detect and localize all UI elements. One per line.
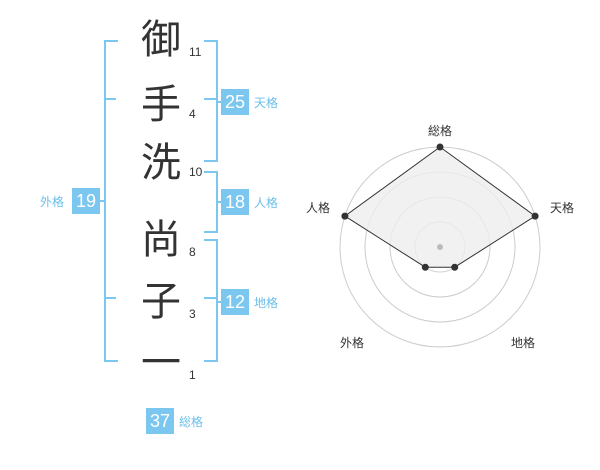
radar-polygon (344, 146, 536, 268)
stroke-count-4: 8 (189, 245, 196, 259)
radar-point-4 (421, 263, 429, 271)
soukaku-value: 37 (146, 408, 174, 434)
stroke-count-3: 10 (189, 165, 203, 179)
radar-label-chikaku: 地格 (511, 336, 536, 350)
chikaku-bracket (204, 239, 218, 362)
gaikaku-label: 外格 (40, 195, 65, 209)
radar-shape (341, 143, 539, 271)
tenkaku-label: 天格 (254, 96, 279, 110)
radar-point-2 (531, 212, 539, 220)
soukaku-label: 総格 (179, 415, 204, 429)
radar-label-gaikaku: 外格 (340, 336, 365, 350)
name-char-4: 尚 (141, 217, 181, 263)
jinkaku-connector (216, 201, 222, 203)
radar-label-jinkaku: 人格 (306, 201, 331, 215)
stroke-count-5: 3 (189, 307, 196, 321)
tenkaku-value: 25 (221, 89, 249, 115)
radar-point-5 (341, 212, 349, 220)
radar-label-soukaku: 総格 (428, 124, 453, 138)
gaikaku-bracket-tick (104, 297, 116, 299)
name-char-6: 一 (141, 340, 181, 386)
gaikaku-value: 19 (72, 188, 100, 214)
stroke-count-6: 1 (189, 368, 196, 382)
radar-center-dot (437, 244, 443, 250)
gaikaku-connector (100, 200, 106, 202)
name-char-2: 手 (141, 82, 181, 128)
radar-label-tenkaku: 天格 (550, 201, 575, 215)
chikaku-connector (216, 301, 222, 303)
tenkaku-bracket-tick (204, 98, 216, 100)
radar-point-3 (451, 263, 459, 271)
radar-point-1 (436, 143, 444, 151)
chikaku-bracket-tick (204, 297, 216, 299)
stroke-count-2: 4 (189, 107, 196, 121)
jinkaku-value: 18 (221, 189, 249, 215)
stroke-count-1: 11 (189, 45, 202, 59)
jinkaku-label: 人格 (254, 196, 279, 210)
name-char-5: 子 (141, 279, 181, 325)
name-char-3: 洗 (141, 140, 181, 186)
tenkaku-connector (216, 101, 222, 103)
chikaku-value: 12 (221, 289, 249, 315)
chikaku-label: 地格 (254, 296, 279, 310)
gaikaku-bracket-tick (104, 98, 116, 100)
name-char-1: 御 (141, 17, 181, 63)
